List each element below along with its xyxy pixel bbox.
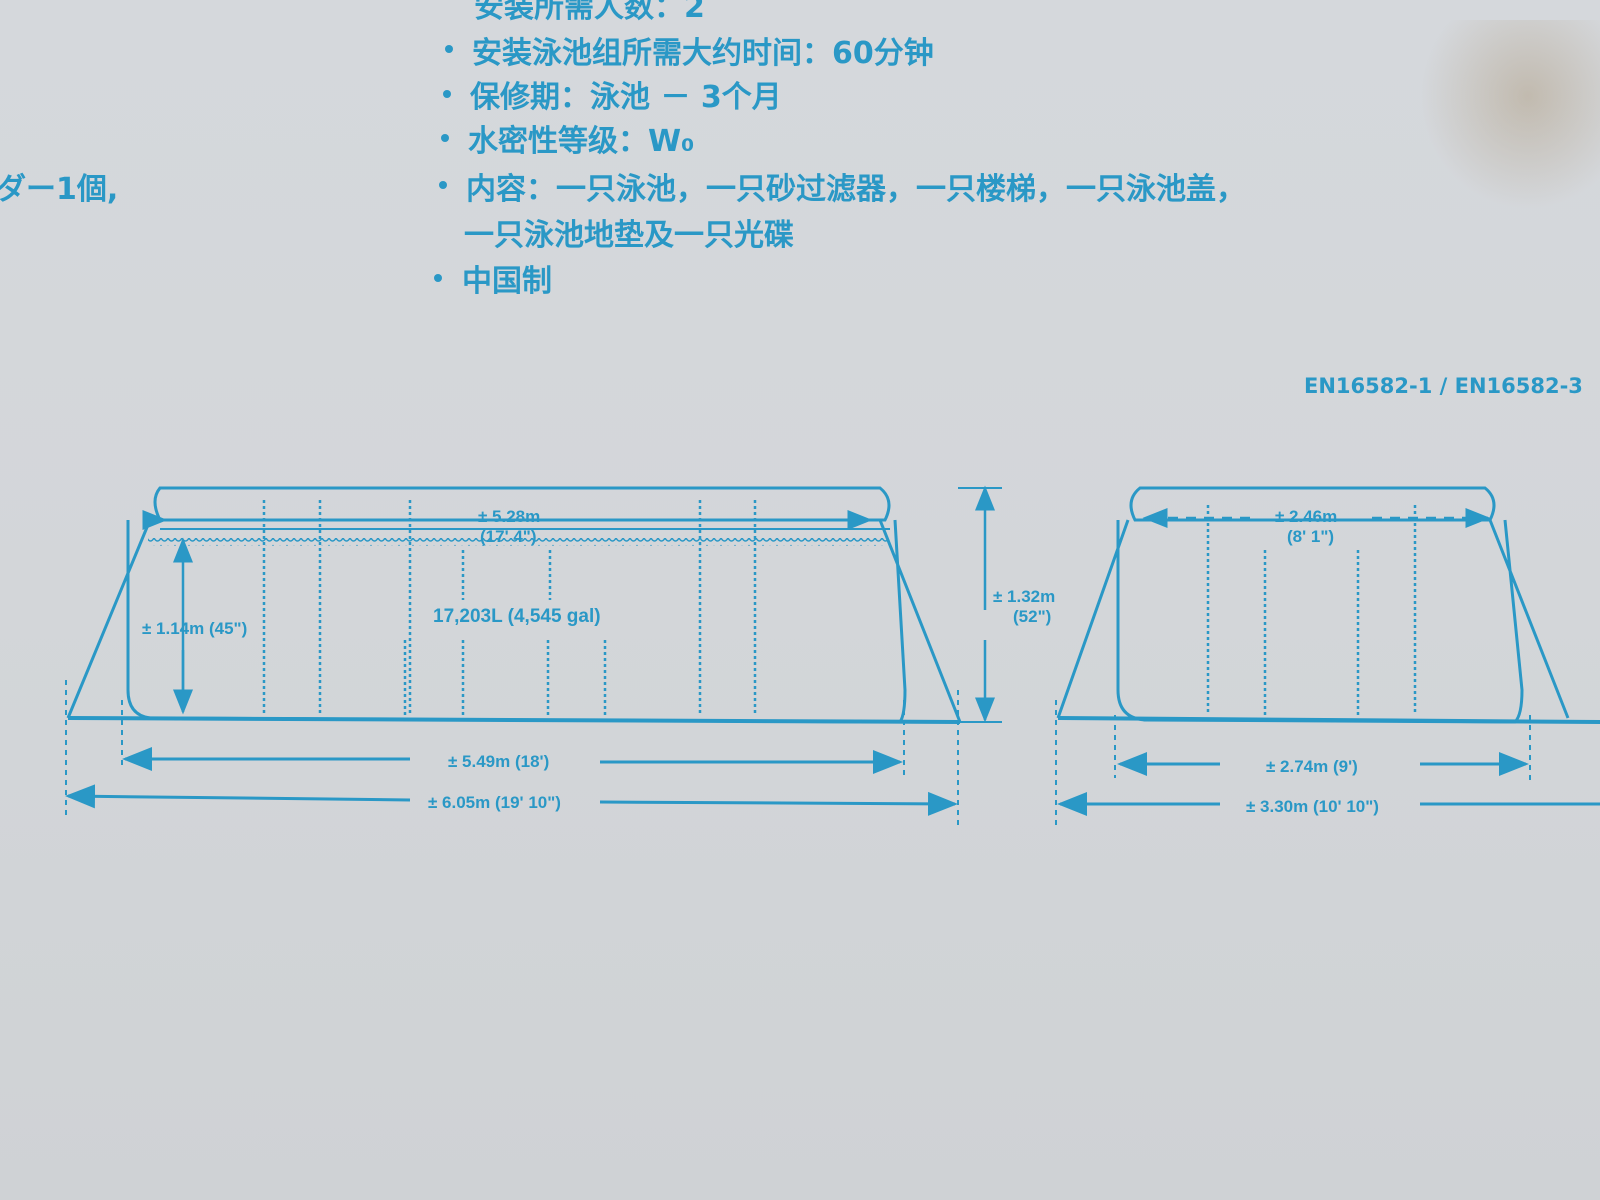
- end-view: [1055, 486, 1600, 825]
- outer-width-label: ± 3.30m (10' 10"): [1246, 797, 1379, 816]
- spec-item: 保修期：泳池 － 3个月: [470, 80, 782, 115]
- standard-label: EN16582-1 / EN16582-3: [1304, 374, 1583, 398]
- stain: [1420, 20, 1600, 210]
- top-rail: [153, 486, 891, 522]
- bullet: [439, 181, 447, 189]
- spec-item: 一只泳池地垫及一只光碟: [464, 218, 794, 253]
- spec-item: 内容：一只泳池，一只砂过滤器，一只楼梯，一只泳池盖，: [466, 172, 1246, 207]
- water-surface: [148, 538, 888, 546]
- legs: [262, 500, 757, 715]
- inner-length-label: ± 5.49m (18'): [448, 752, 549, 771]
- bullet: [445, 45, 453, 53]
- top-length-m: ± 5.28m: [478, 507, 540, 526]
- height-in: (52"): [1013, 607, 1051, 626]
- top-length-ft: (17' 4"): [480, 527, 537, 546]
- spec-item: 安装泳池组所需大约时间：60分钟: [472, 36, 934, 71]
- capacity-label: 17,203L (4,545 gal): [433, 606, 601, 627]
- height-m: ± 1.32m: [993, 587, 1055, 606]
- end-pool-wall: [1056, 519, 1570, 724]
- top-width-ft: (8' 1"): [1287, 527, 1334, 546]
- ground-line: [67, 716, 961, 724]
- inner-width-label: ± 2.74m (9'): [1266, 757, 1358, 776]
- outer-length-label: ± 6.05m (19' 10"): [428, 793, 561, 812]
- spec-item: 安装所需人数：2: [474, 0, 705, 25]
- top-width-m: ± 2.46m: [1275, 507, 1337, 526]
- water-depth-label: ± 1.14m (45"): [142, 619, 247, 638]
- bullet: [434, 274, 442, 282]
- outer-length-arrow: [65, 784, 411, 809]
- spec-item: 水密性等级：W₀: [468, 124, 695, 159]
- bullet: [441, 134, 449, 142]
- bullet: [443, 90, 451, 98]
- side-view: [65, 485, 1002, 825]
- left-fragment: ダー1個,: [0, 172, 119, 207]
- spec-item: 中国制: [462, 264, 552, 299]
